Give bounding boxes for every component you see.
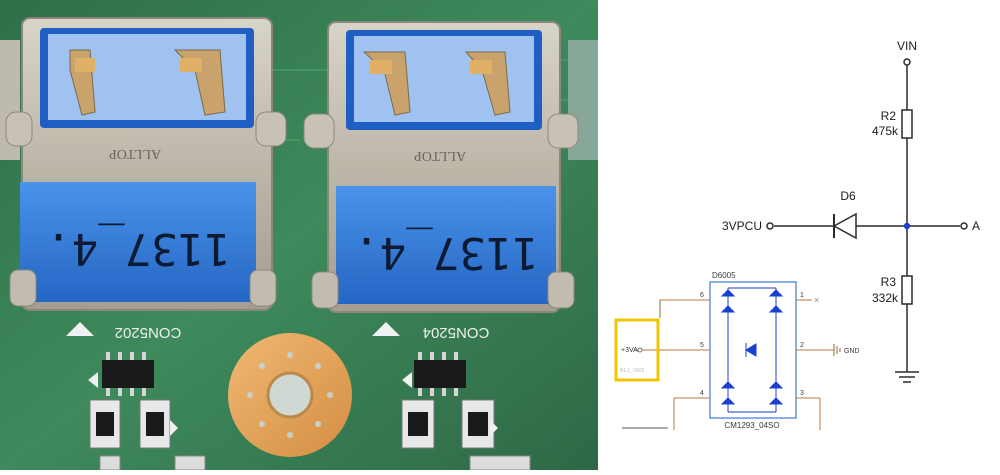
net-small-label: B1.1_0603	[620, 368, 644, 374]
vin-terminal	[903, 58, 911, 66]
r2-resistor	[901, 109, 913, 139]
junction-dot	[903, 222, 911, 230]
chip-part: D6005	[712, 271, 736, 280]
r3-resistor	[901, 275, 913, 305]
left-port-brand: ALLTOP	[109, 146, 161, 161]
chip-gnd-label: GND	[844, 348, 860, 355]
d6-diode	[832, 212, 860, 240]
silk-arrows	[88, 372, 498, 436]
schematic-panel: VIN R2 475k D6 3VPCU A R3 332k D6005 CM1…	[598, 0, 1000, 470]
esd-chip-schematic: D6005 CM1293_04SO × 6 1 5 2 4 3	[614, 271, 860, 430]
right-port-ref: CON5204	[423, 324, 490, 341]
left-port-ref: CON5202	[115, 324, 182, 341]
smd-components	[89, 399, 495, 449]
usb-port-left: ALLTOP 1137_4.	[5, 17, 287, 311]
pin-5: 5	[700, 342, 704, 349]
pin-3: 3	[800, 390, 804, 397]
pin1-triangle-left	[66, 322, 94, 336]
highlight-box	[614, 318, 660, 382]
pin1-triangle-right	[372, 322, 400, 336]
r2-name: R2	[881, 109, 897, 123]
ground-symbol	[895, 371, 919, 383]
vin-label: VIN	[897, 39, 917, 53]
bottom-connectors	[99, 455, 531, 470]
r3-name: R3	[881, 275, 897, 289]
pin-4: 4	[700, 390, 704, 397]
right-port-tag: 1137_4.	[353, 227, 538, 278]
r2-value: 475k	[872, 124, 899, 138]
pcb-photo: ALLTOP 1137_4. CON5202 ALLTOP 1137_4. CO…	[0, 0, 598, 470]
pin-2: 2	[800, 342, 804, 349]
node-a-label: A	[972, 219, 980, 233]
pin-6: 6	[700, 292, 704, 299]
r3-value: 332k	[872, 291, 899, 305]
left-port-blue-label	[20, 182, 256, 302]
pin-1: 1	[800, 292, 804, 299]
right-port-blue-label	[336, 186, 556, 304]
smd-components-dark	[96, 412, 488, 436]
d6-label: D6	[840, 189, 856, 203]
ic-left	[102, 352, 154, 396]
net-label: +3VA	[621, 347, 638, 354]
node-a-terminal	[960, 222, 968, 230]
left-port-tag: 1137_4.	[45, 223, 230, 274]
input-label: 3VPCU	[722, 219, 762, 233]
pcb-photo-drawing: ALLTOP 1137_4. CON5202 ALLTOP 1137_4. CO…	[0, 0, 598, 470]
schematic-drawing: VIN R2 475k D6 3VPCU A R3 332k D6005 CM1…	[614, 39, 980, 430]
usb-port-right: ALLTOP 1137_4.	[303, 21, 579, 313]
3vpcu-terminal	[766, 222, 774, 230]
copper-mounting-pad	[228, 333, 352, 457]
chip-part-number: CM1293_04SO	[724, 421, 779, 430]
right-port-brand: ALLTOP	[414, 148, 466, 163]
ic-right	[414, 352, 466, 396]
svg-text:×: ×	[814, 295, 819, 305]
